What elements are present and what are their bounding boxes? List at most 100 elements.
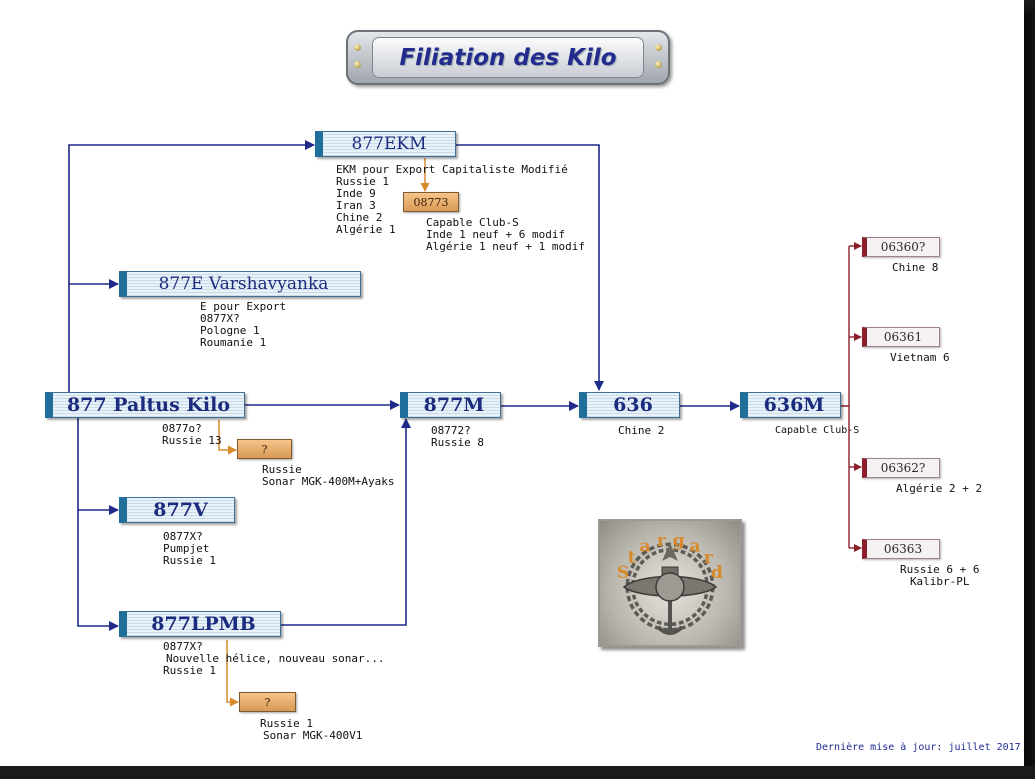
variant-877-unknown-notes: Russie Sonar MGK-400M+Ayaks <box>262 464 394 488</box>
note-line: 0877X? <box>163 530 203 543</box>
badge-letter: r <box>657 531 667 551</box>
model-877v-box: 877V <box>119 497 235 523</box>
export-06361-label: 06361 <box>883 330 923 344</box>
arrow-877lpmb-to-variant <box>226 640 239 707</box>
variant-08773-box: 08773 <box>403 192 459 212</box>
note-line: Russie 6 + 6 <box>900 563 980 576</box>
model-877m-notes: 08772? Russie 8 <box>431 425 484 449</box>
model-636-notes: Chine 2 <box>618 425 664 437</box>
rivet-icon <box>655 44 662 51</box>
arrow-877-to-877ekm <box>68 140 315 392</box>
note-line: Russie 13 <box>162 434 222 447</box>
note-line: 0877o? <box>162 422 202 435</box>
model-636-box: 636 <box>579 392 680 418</box>
note-line: E pour Export <box>200 300 287 313</box>
note-line: Russie 1 <box>163 664 216 677</box>
export-06363-box: 06363 <box>862 539 940 559</box>
note-line: Nouvelle hélice, nouveau sonar... <box>166 652 385 665</box>
export-06361-box: 06361 <box>862 327 940 347</box>
note-line: Sonar MGK-400M+Ayaks <box>262 475 395 488</box>
note-line: 0877X? <box>163 640 203 653</box>
model-877lpmb-box: 877LPMB <box>119 611 281 637</box>
note-line: Chine 2 <box>618 424 665 437</box>
arrow-877-to-877v <box>77 418 119 515</box>
footer-update-note: Dernière mise à jour: juillet 2017 <box>816 742 1021 753</box>
model-877ekm-box: 877EKM <box>315 131 456 157</box>
export-06360-box: 06360? <box>862 237 940 257</box>
note-line: EKM pour Export Capitaliste Modifié <box>336 163 568 176</box>
note-line: 08772? <box>431 424 471 437</box>
page-title: Filiation des Kilo <box>399 44 617 71</box>
note-line: Algérie 1 neuf + 1 modif <box>426 240 585 253</box>
export-06363-label: 06363 <box>883 542 923 556</box>
note-line: Roumanie 1 <box>200 336 267 349</box>
badge-letter: t <box>628 548 636 568</box>
note-line: Capable Club-S <box>775 425 860 436</box>
title-plaque: Filiation des Kilo <box>346 30 670 85</box>
model-877-notes: 0877o? Russie 13 <box>162 423 222 447</box>
rivet-icon <box>354 61 361 68</box>
model-636-label: 636 <box>613 394 653 416</box>
export-06360-label: 06360? <box>880 240 926 254</box>
note-line: Pumpjet <box>163 542 210 555</box>
note-line: Algérie 1 <box>336 223 396 236</box>
export-trunk <box>841 246 850 548</box>
note-line: Kalibr-PL <box>909 575 970 588</box>
variant-877-unknown-label: ? <box>261 442 268 456</box>
note-line: Inde 1 neuf + 6 modif <box>426 228 566 241</box>
note-line: Russie 1 <box>260 717 313 730</box>
arrow-877-to-877lpmb <box>77 510 119 631</box>
export-06360-note: Chine 8 <box>892 261 939 274</box>
model-877lpmb-notes: 0877X? Nouvelle hélice, nouveau sonar...… <box>163 641 385 677</box>
variant-877lpmb-unknown-notes: Russie 1 Sonar MGK-400V1 <box>260 718 362 742</box>
model-877e-label: 877E Varshavyanka <box>158 274 329 294</box>
rivet-icon <box>655 61 662 68</box>
export-06363-note: Russie 6 + 6 Kalibr-PL <box>900 564 979 588</box>
note-line: Iran 3 <box>336 199 376 212</box>
badge-letter: a <box>639 537 650 557</box>
model-877m-label: 877M <box>423 394 485 416</box>
model-877v-label: 877V <box>153 499 208 521</box>
model-877v-notes: 0877X? Pumpjet Russie 1 <box>163 531 216 567</box>
variant-08773-label: 08773 <box>413 195 449 209</box>
note-line: Russie 8 <box>431 436 484 449</box>
connector-lines <box>68 140 862 707</box>
badge-letter: S <box>617 563 629 583</box>
arrow-877-to-variant <box>218 420 237 455</box>
model-877e-notes: E pour Export 0877X? Pologne 1 Roumanie … <box>200 301 286 349</box>
note-line: Russie <box>262 463 302 476</box>
note-line: Chine 2 <box>336 211 383 224</box>
export-06362-note: Algérie 2 + 2 <box>896 482 983 495</box>
export-06361-note: Vietnam 6 <box>890 351 950 364</box>
variant-08773-notes: Capable Club-S Inde 1 neuf + 6 modif Alg… <box>426 217 585 253</box>
model-877lpmb-label: 877LPMB <box>151 613 256 635</box>
model-877ekm-notes: EKM pour Export Capitaliste Modifié Russ… <box>336 164 568 236</box>
export-06362-box: 06362? <box>862 458 940 478</box>
arrow-877ekm-to-636 <box>456 144 604 391</box>
note-line: Inde 9 <box>336 187 376 200</box>
model-877-label: 877 Paltus Kilo <box>66 394 231 416</box>
model-636m-label: 636M <box>763 394 825 416</box>
badge-letter: g <box>673 531 685 551</box>
rivet-icon <box>354 44 361 51</box>
diagram-canvas: Filiation des Kilo 877 Paltus Kilo 0877o… <box>0 0 1024 766</box>
badge-letter: a <box>689 537 700 557</box>
model-636m-box: 636M <box>740 392 841 418</box>
note-line: Sonar MGK-400V1 <box>263 729 363 742</box>
model-877-box: 877 Paltus Kilo <box>45 392 245 418</box>
variant-877lpmb-unknown-label: ? <box>264 695 271 709</box>
badge-letter: r <box>704 548 714 568</box>
note-line: Pologne 1 <box>200 324 260 337</box>
arrow-877lpmb-to-877m <box>281 418 411 626</box>
model-877e-box: 877E Varshavyanka <box>119 271 361 297</box>
model-877m-box: 877M <box>400 392 501 418</box>
export-06362-label: 06362? <box>880 461 926 475</box>
frame-shadow <box>0 766 1035 779</box>
note-line: Russie 1 <box>336 175 389 188</box>
badge-graphic <box>622 542 718 635</box>
note-line: Russie 1 <box>163 554 216 567</box>
badge-letter: d <box>711 563 723 583</box>
model-877ekm-label: 877EKM <box>351 134 427 154</box>
variant-877lpmb-unknown-box: ? <box>239 692 296 712</box>
